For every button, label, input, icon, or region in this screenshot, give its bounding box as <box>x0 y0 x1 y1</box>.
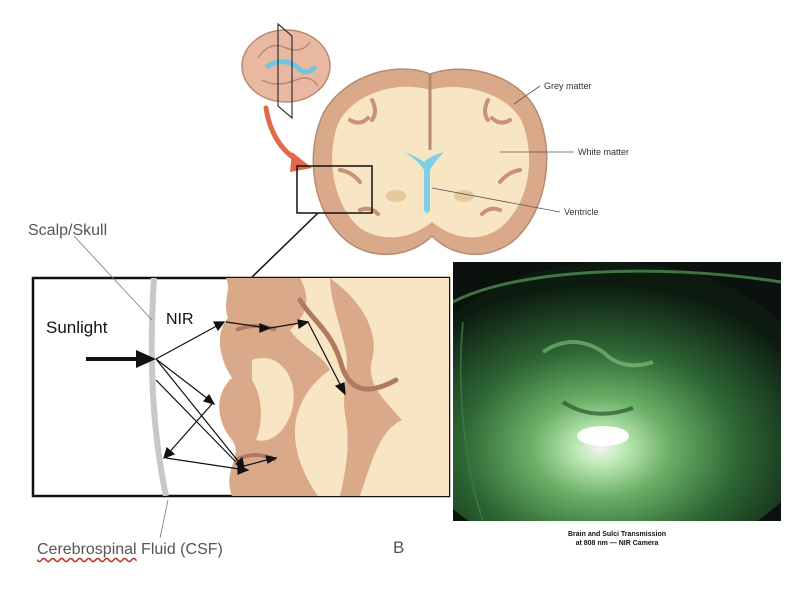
nir-caption-line2: at 808 nm — NIR Camera <box>575 540 659 547</box>
csf-label: Cerebrospinal Fluid (CSF) <box>37 541 223 559</box>
nir-caption: Brain and Sulci Transmission at 808 nm —… <box>453 530 781 548</box>
ventricle-shape <box>404 152 444 213</box>
scalp-skull-label: Scalp/Skull <box>28 222 107 239</box>
nir-caption-line1: Brain and Sulci Transmission <box>567 531 667 538</box>
panel-b-label: B <box>393 538 405 557</box>
zoom-inset <box>31 276 451 498</box>
nir-rays <box>155 319 346 475</box>
nir-label: NIR <box>166 311 194 328</box>
nir-camera-image <box>453 262 781 521</box>
grey-matter-label: Grey matter <box>544 81 592 91</box>
red-curved-arrow <box>263 105 303 165</box>
brain-icon <box>241 22 331 120</box>
skull-layer <box>148 278 169 496</box>
white-matter-label: White matter <box>578 147 629 157</box>
csf-word: Cerebrospinal <box>37 541 137 558</box>
ventricle-label: Ventricle <box>564 207 599 217</box>
coronal-slice <box>312 68 548 256</box>
csf-rest: Fluid (CSF) <box>136 541 223 558</box>
sunlight-label: Sunlight <box>46 318 108 337</box>
zoom-box <box>296 165 373 214</box>
